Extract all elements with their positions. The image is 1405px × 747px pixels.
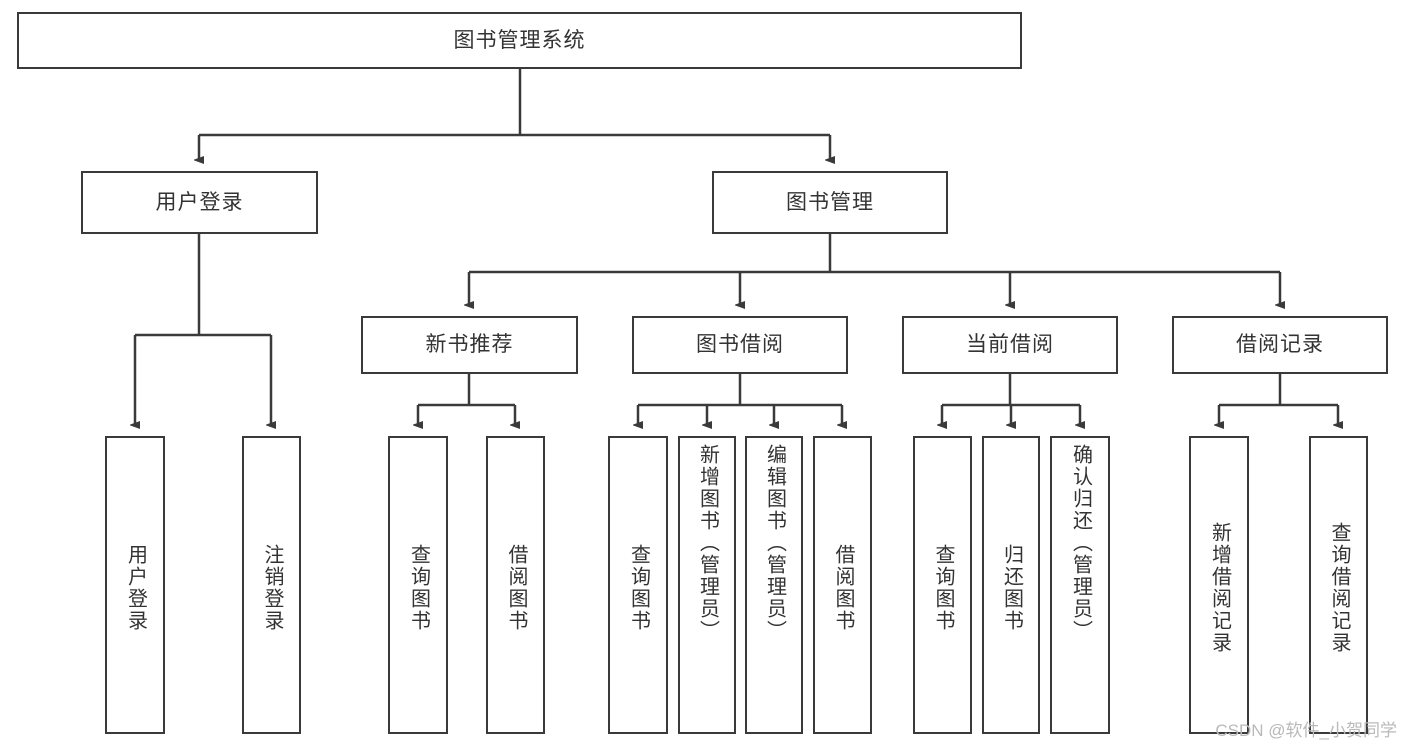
- node-label-borrow-record: 借阅记录: [1236, 333, 1324, 357]
- node-label-new-book-recommend: 新书推荐: [425, 333, 514, 357]
- node-label-leaf-borrow-book-2: 借阅图书: [832, 544, 854, 632]
- node-new-book-recommend[interactable]: 新书推荐: [361, 316, 578, 374]
- node-leaf-logout[interactable]: 注销登录: [242, 436, 301, 734]
- node-label-user-login: 用户登录: [155, 190, 244, 214]
- node-label-current-borrow: 当前借阅: [966, 333, 1054, 357]
- node-borrow-record[interactable]: 借阅记录: [1172, 316, 1388, 374]
- node-leaf-add-book[interactable]: 新增图书（管理员）: [678, 436, 736, 734]
- node-root[interactable]: 图书管理系统: [17, 12, 1022, 69]
- node-leaf-query-book-3[interactable]: 查询图书: [913, 436, 972, 734]
- node-leaf-add-record[interactable]: 新增借阅记录: [1189, 436, 1249, 734]
- node-label-leaf-return-book: 归还图书: [1000, 544, 1023, 632]
- node-label-leaf-user-login: 用户登录: [124, 544, 147, 632]
- node-label-leaf-confirm-return: 确认归还（管理员）: [1069, 444, 1092, 642]
- node-book-manage[interactable]: 图书管理: [712, 171, 948, 234]
- node-leaf-borrow-book-2[interactable]: 借阅图书: [813, 436, 872, 734]
- node-leaf-user-login[interactable]: 用户登录: [105, 436, 165, 734]
- node-label-leaf-logout: 注销登录: [261, 544, 283, 632]
- connector-layer: [135, 69, 1338, 425]
- node-label-root: 图书管理系统: [453, 28, 586, 52]
- node-leaf-query-record[interactable]: 查询借阅记录: [1309, 436, 1368, 734]
- node-label-book-manage: 图书管理: [786, 190, 874, 214]
- node-label-leaf-add-book: 新增图书（管理员）: [696, 444, 719, 642]
- node-label-leaf-query-book-3: 查询图书: [932, 544, 954, 632]
- node-leaf-borrow-book-1[interactable]: 借阅图书: [486, 436, 545, 734]
- node-label-leaf-edit-book: 编辑图书（管理员）: [763, 444, 786, 642]
- node-label-leaf-query-book-1: 查询图书: [407, 544, 430, 632]
- node-leaf-query-book-2[interactable]: 查询图书: [608, 436, 668, 734]
- csdn-watermark: CSDN @软件_小贺同学: [1215, 721, 1397, 740]
- node-label-leaf-borrow-book-1: 借阅图书: [505, 544, 527, 632]
- node-leaf-edit-book[interactable]: 编辑图书（管理员）: [745, 436, 803, 734]
- node-leaf-query-book-1[interactable]: 查询图书: [388, 436, 448, 734]
- node-current-borrow[interactable]: 当前借阅: [902, 316, 1118, 374]
- node-book-borrow[interactable]: 图书借阅: [632, 316, 848, 374]
- node-label-leaf-query-book-2: 查询图书: [627, 544, 650, 632]
- node-user-login[interactable]: 用户登录: [81, 171, 318, 234]
- node-label-leaf-query-record: 查询借阅记录: [1328, 522, 1350, 654]
- node-leaf-confirm-return[interactable]: 确认归还（管理员）: [1050, 436, 1110, 734]
- node-label-book-borrow: 图书借阅: [696, 333, 784, 357]
- node-label-leaf-add-record: 新增借阅记录: [1208, 522, 1231, 654]
- node-leaf-return-book[interactable]: 归还图书: [982, 436, 1040, 734]
